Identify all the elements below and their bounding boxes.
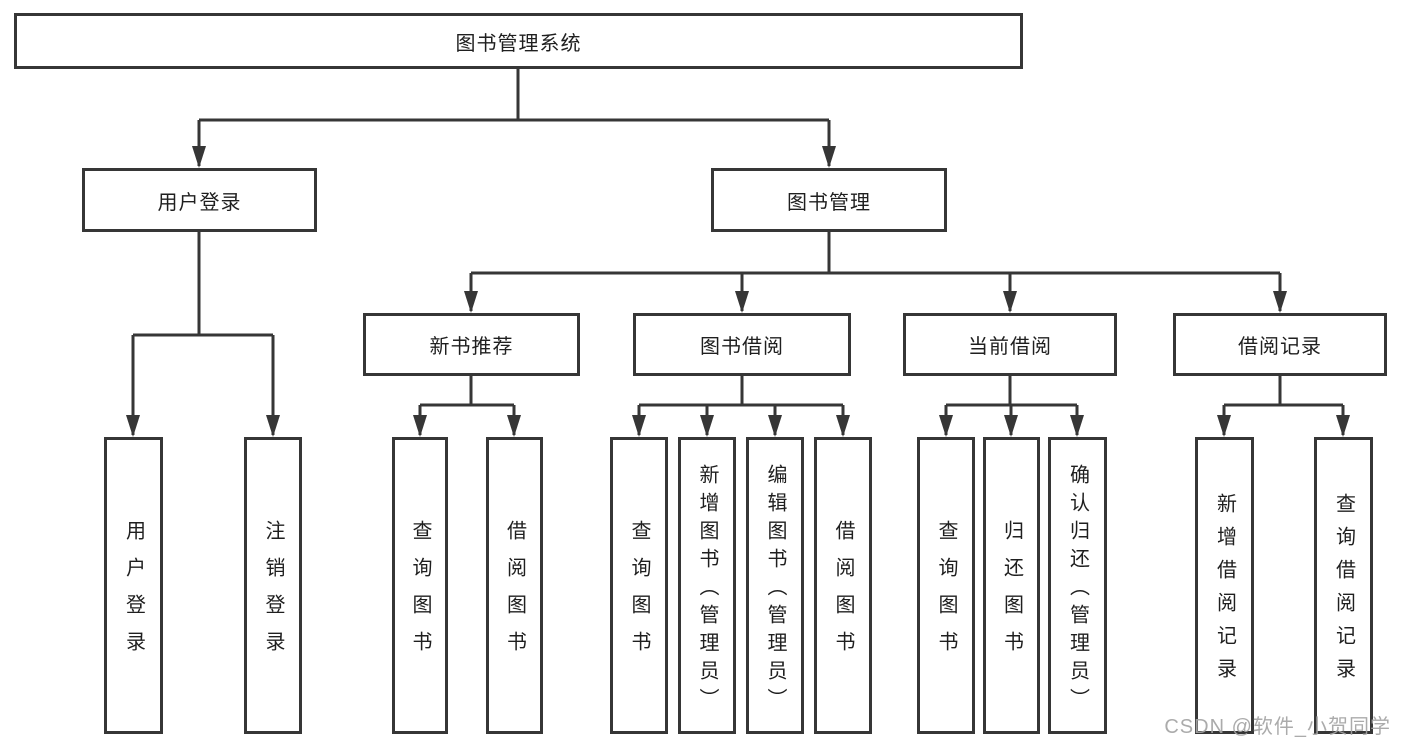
node-library-system-label: 图书管理系统 [455, 32, 582, 55]
node-new-book-recommend-label: 新书推荐 [429, 336, 514, 358]
node-leaf-edit-books-admin: 编辑图书（管理员） [746, 437, 804, 734]
node-leaf-logout-label: 注销登录 [262, 520, 284, 668]
node-new-book-recommend: 新书推荐 [363, 313, 580, 376]
arrowhead-icon [939, 415, 953, 437]
arrowhead-icon [1336, 415, 1350, 437]
arrowhead-icon [266, 415, 280, 437]
node-book-borrow-label: 图书借阅 [700, 336, 784, 358]
arrowhead-icon [1004, 415, 1018, 437]
node-borrow-records-label: 借阅记录 [1238, 336, 1322, 358]
arrowhead-icon [1003, 291, 1017, 313]
node-leaf-logout: 注销登录 [244, 437, 302, 734]
node-leaf-confirm-return-admin-label: 确认归还（管理员） [1066, 463, 1089, 716]
node-book-management-label: 图书管理 [787, 191, 871, 214]
arrowhead-icon [735, 291, 749, 313]
node-leaf-add-borrow-record: 新增借阅记录 [1195, 437, 1254, 734]
node-leaf-return-books-label: 归还图书 [1000, 520, 1023, 668]
node-user-login-label: 用户登录 [157, 191, 242, 214]
node-leaf-user-login: 用户登录 [104, 437, 163, 734]
node-leaf-borrow-borrow-books: 借阅图书 [814, 437, 872, 734]
arrowhead-icon [700, 415, 714, 437]
node-leaf-confirm-return-admin: 确认归还（管理员） [1048, 437, 1107, 734]
node-user-login: 用户登录 [82, 168, 317, 232]
node-leaf-rec-borrow-books: 借阅图书 [486, 437, 543, 734]
node-leaf-rec-query-books: 查询图书 [392, 437, 448, 734]
arrowhead-icon [632, 415, 646, 437]
node-current-borrow-label: 当前借阅 [968, 336, 1052, 358]
node-leaf-borrow-query-books: 查询图书 [610, 437, 668, 734]
arrowhead-icon [413, 415, 427, 437]
arrowhead-icon [464, 291, 478, 313]
node-leaf-current-query-books: 查询图书 [917, 437, 975, 734]
connector-newbookrec-to-leaves [418, 376, 516, 435]
node-borrow-records: 借阅记录 [1173, 313, 1387, 376]
node-leaf-user-login-label: 用户登录 [122, 520, 145, 668]
node-leaf-add-books-admin-label: 新增图书（管理员） [696, 463, 718, 716]
node-leaf-borrow-query-books-label: 查询图书 [628, 520, 650, 668]
arrowhead-icon [836, 415, 850, 437]
connector-root-to-level2 [197, 69, 831, 166]
node-leaf-rec-query-books-label: 查询图书 [409, 520, 431, 668]
node-library-system: 图书管理系统 [14, 13, 1023, 69]
arrowhead-icon [507, 415, 521, 437]
connector-bookborrow-to-leaves [637, 376, 845, 435]
node-leaf-query-borrow-record: 查询借阅记录 [1314, 437, 1373, 734]
arrowhead-icon [1273, 291, 1287, 313]
node-leaf-edit-books-admin-label: 编辑图书（管理员） [764, 463, 786, 716]
arrowheads [126, 146, 1350, 437]
arrowhead-icon [1070, 415, 1084, 437]
node-leaf-borrow-borrow-books-label: 借阅图书 [832, 520, 854, 668]
connector-bookmgmt-to-level3 [469, 232, 1282, 311]
node-leaf-query-borrow-record-label: 查询借阅记录 [1332, 493, 1355, 691]
node-book-management: 图书管理 [711, 168, 947, 232]
connector-borrowrecord-to-leaves [1222, 376, 1345, 435]
arrowhead-icon [768, 415, 782, 437]
node-leaf-rec-borrow-books-label: 借阅图书 [503, 520, 526, 668]
node-leaf-return-books: 归还图书 [983, 437, 1040, 734]
node-book-borrow: 图书借阅 [633, 313, 851, 376]
csdn-watermark: CSDN @软件_小贺同学 [1164, 716, 1391, 738]
connector-userlogin-to-leaves [131, 232, 275, 435]
arrowhead-icon [192, 146, 206, 168]
arrowhead-icon [822, 146, 836, 168]
node-current-borrow: 当前借阅 [903, 313, 1117, 376]
node-leaf-current-query-books-label: 查询图书 [935, 520, 957, 668]
node-leaf-add-books-admin: 新增图书（管理员） [678, 437, 736, 734]
node-leaf-add-borrow-record-label: 新增借阅记录 [1213, 493, 1236, 691]
arrowhead-icon [1217, 415, 1231, 437]
arrowhead-icon [126, 415, 140, 437]
